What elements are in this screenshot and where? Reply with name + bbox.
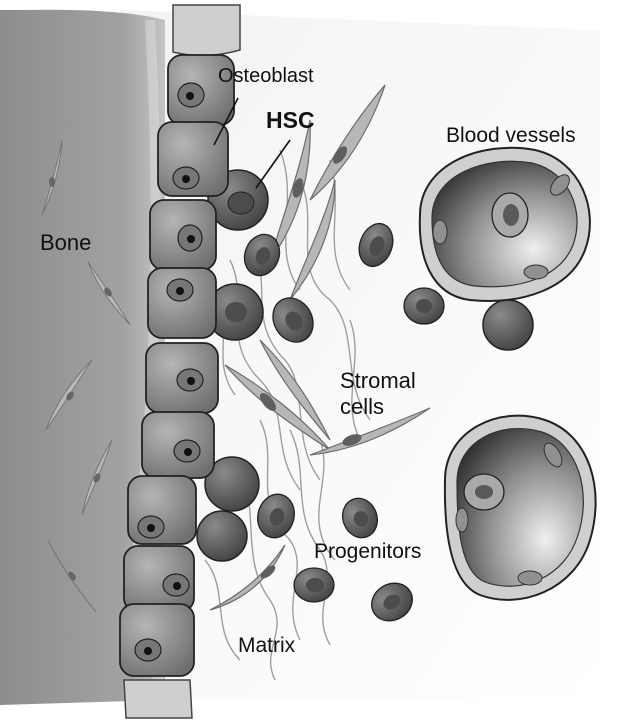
osteoblast-cell — [120, 604, 194, 676]
blood-vessels-label: Blood vessels — [446, 124, 576, 147]
osteoblast-cell — [150, 200, 216, 270]
progenitor-cell — [294, 568, 334, 602]
osteoblast-label: Osteoblast — [218, 65, 314, 87]
progenitor-cell — [404, 288, 444, 324]
hsc-label: HSC — [266, 107, 315, 133]
blood-vessel-lower — [445, 416, 596, 600]
osteoblast-cell — [128, 476, 196, 544]
osteoblast-cell — [146, 343, 218, 413]
osteoblast-cell — [142, 412, 214, 478]
blood-vessel-upper — [420, 148, 590, 301]
osteoblast-cell — [124, 546, 194, 612]
osteoblast-cell — [148, 268, 216, 338]
stromal-cells-label-line1: Stromal — [340, 368, 416, 393]
progenitor-cell — [197, 511, 247, 561]
stromal-cells-label-line2: cells — [340, 394, 384, 419]
matrix-label: Matrix — [238, 634, 296, 657]
progenitor-cell — [483, 300, 533, 350]
progenitors-label: Progenitors — [314, 540, 421, 563]
osteoblast-cell — [158, 122, 228, 196]
bone-label: Bone — [40, 230, 91, 255]
